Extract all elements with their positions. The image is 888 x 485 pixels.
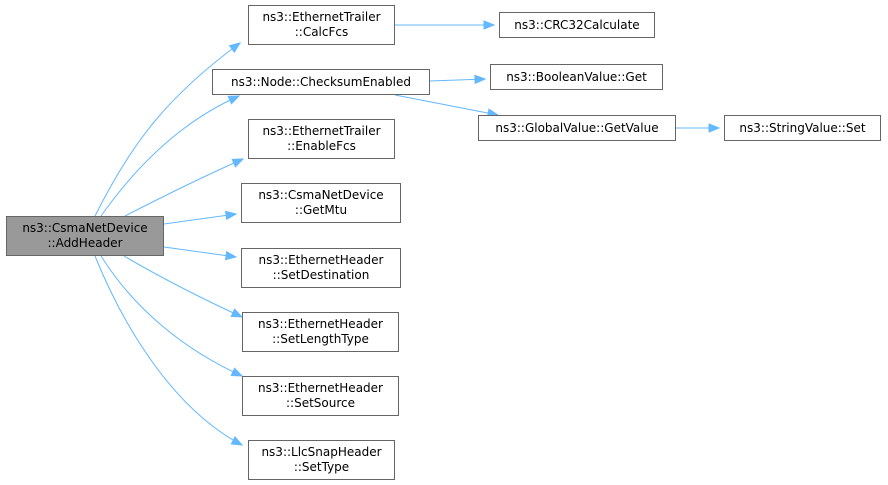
node-label-line: ns3::GlobalValue::GetValue (495, 120, 659, 135)
edge-add-header-to-set-length-type (123, 255, 244, 318)
node-string-set[interactable]: ns3::StringValue::Set (724, 115, 881, 141)
arrowhead (230, 367, 244, 377)
edge-checksum-enabled-to-boolean-get (429, 74, 487, 85)
node-label-line: ns3::EthernetHeader (258, 253, 384, 267)
node-label-line: ::SetSource (285, 396, 355, 410)
node-set-destination[interactable]: ns3::EthernetHeader::SetDestination (241, 248, 401, 288)
node-label-line: ns3::EthernetHeader (258, 381, 383, 395)
node-enable-fcs[interactable]: ns3::EthernetTrailer::EnableFcs (248, 119, 395, 159)
arrowhead (708, 123, 721, 133)
node-label-line: ns3::CRC32Calculate (514, 17, 640, 32)
node-set-length-type[interactable]: ns3::EthernetHeader::SetLengthType (242, 312, 399, 352)
node-checksum-enabled[interactable]: ns3::Node::ChecksumEnabled (212, 69, 430, 95)
node-label-line: ns3::StringValue::Set (739, 120, 866, 135)
node-label-line: ::GetMtu (294, 203, 348, 217)
edge-add-header-to-checksum-enabled (100, 95, 241, 217)
edge-add-header-to-set-source (100, 255, 244, 377)
arrowhead (230, 435, 244, 446)
edge-add-header-to-set-destination (163, 246, 238, 261)
node-get-mtu[interactable]: ns3::CsmaNetDevice::GetMtu (241, 183, 401, 223)
edge-calc-fcs-to-crc32 (395, 20, 496, 30)
edge-global-getvalue-to-string-set (676, 123, 721, 133)
node-add-header[interactable]: ns3::CsmaNetDevice::AddHeader (6, 216, 164, 256)
node-label-line: ns3::CsmaNetDevice (22, 221, 148, 235)
node-label-line: ns3::BooleanValue::Get (506, 69, 647, 84)
node-label-line: ns3::EthernetTrailer (262, 124, 381, 138)
node-label-line: ns3::Node::ChecksumEnabled (231, 74, 411, 89)
node-label-line: ::SetLengthType (272, 332, 369, 346)
node-label-line: ::CalcFcs (294, 25, 349, 39)
edge-checksum-enabled-to-global-getvalue (394, 94, 500, 118)
node-label-line: ::SetType (293, 460, 350, 474)
arrowhead (227, 95, 241, 105)
edge-add-header-to-get-mtu (163, 210, 238, 225)
arrowhead (230, 308, 244, 318)
node-label-line: ::SetDestination (272, 268, 370, 282)
node-set-source[interactable]: ns3::EthernetHeader::SetSource (242, 376, 399, 416)
node-label-line: ::AddHeader (47, 236, 123, 250)
arrowhead (224, 250, 238, 261)
arrowhead (483, 20, 496, 30)
arrowhead (474, 74, 487, 85)
node-crc32[interactable]: ns3::CRC32Calculate (499, 12, 655, 38)
node-label-line: ns3::EthernetHeader (258, 317, 383, 331)
node-boolean-get[interactable]: ns3::BooleanValue::Get (490, 64, 663, 90)
node-label-line: ::EnableFcs (287, 139, 356, 153)
node-global-getvalue[interactable]: ns3::GlobalValue::GetValue (478, 115, 676, 141)
node-label-line: ns3::EthernetTrailer (262, 10, 381, 24)
node-set-type[interactable]: ns3::LlcSnapHeader::SetType (248, 440, 395, 480)
edge-add-header-to-enable-fcs (124, 158, 245, 217)
arrowhead (231, 158, 245, 168)
edge-add-header-to-calc-fcs (94, 42, 242, 217)
node-label-line: ns3::LlcSnapHeader (261, 445, 382, 459)
edge-add-header-to-set-type (94, 255, 244, 446)
arrowhead (224, 210, 238, 221)
node-calc-fcs[interactable]: ns3::EthernetTrailer::CalcFcs (248, 5, 395, 45)
node-label-line: ns3::CsmaNetDevice (258, 188, 384, 202)
arrowhead (228, 42, 242, 54)
